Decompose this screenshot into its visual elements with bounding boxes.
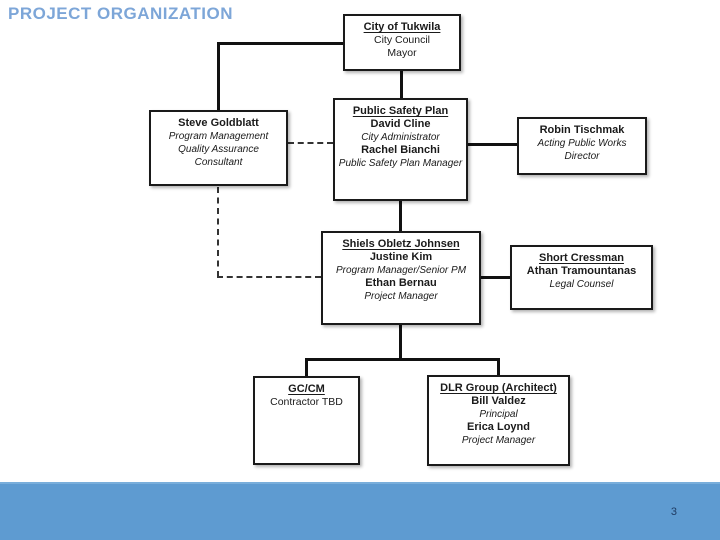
box-name: Erica Loynd: [467, 421, 530, 433]
connector-split-gccm: [305, 358, 308, 376]
box-line: Contractor TBD: [270, 396, 343, 408]
org-box-city-of-tukwila: City of Tukwila City Council Mayor: [343, 14, 461, 71]
connector-goldblatt-soj-dashed-horizontal: [217, 276, 321, 278]
box-name: Robin Tischmak: [539, 124, 625, 136]
box-role: Acting Public Works Director: [537, 138, 627, 162]
box-role: Quality Assurance: [178, 144, 259, 155]
org-box-dlr-group: DLR Group (Architect) Bill Valdez Princi…: [427, 375, 570, 466]
page-title: PROJECT ORGANIZATION: [8, 4, 234, 23]
org-box-steve-goldblatt: Steve Goldblatt Program Management Quali…: [149, 110, 288, 186]
connector-soj-stem: [399, 325, 402, 360]
box-name: Steve Goldblatt: [178, 117, 259, 129]
box-name: Bill Valdez: [471, 395, 526, 407]
box-title: Public Safety Plan: [352, 105, 449, 117]
box-role: Project Manager: [461, 435, 536, 446]
connector-split-horizontal: [305, 358, 499, 361]
box-title: GC/CM: [288, 383, 325, 395]
box-role: Project Manager: [364, 291, 438, 302]
box-title: Shiels Obletz Johnsen: [342, 238, 460, 250]
box-role: Public Safety Plan Manager: [338, 158, 463, 169]
box-role: Consultant: [194, 157, 243, 168]
box-title: Short Cressman: [539, 252, 624, 264]
org-box-robin-tischmak: Robin Tischmak Acting Public Works Direc…: [517, 117, 647, 175]
box-name: Athan Tramountanas: [526, 265, 637, 277]
connector-goldblatt-psp-dashed: [288, 142, 333, 144]
box-name: Justine Kim: [369, 251, 433, 263]
org-box-gccm: GC/CM Contractor TBD: [253, 376, 360, 465]
connector-soj-cressman: [481, 276, 510, 279]
footer-band: 3: [0, 482, 720, 540]
box-role: Program Manager/Senior PM: [335, 265, 467, 276]
connector-goldblatt-soj-dashed-vertical: [217, 187, 219, 277]
connector-psp-soj: [399, 201, 402, 231]
box-role: Program Management: [168, 131, 269, 142]
box-line: Mayor: [387, 47, 417, 59]
box-line: City Council: [373, 34, 431, 46]
box-name: Ethan Bernau: [365, 277, 437, 289]
box-name: Rachel Bianchi: [361, 144, 440, 156]
box-role: Legal Counsel: [549, 279, 614, 290]
connector-city-psp: [400, 70, 403, 98]
connector-city-goldblatt-horizontal: [218, 42, 343, 45]
connector-psp-tischmak: [468, 143, 518, 146]
org-box-short-cressman: Short Cressman Athan Tramountanas Legal …: [510, 245, 653, 310]
box-name: David Cline: [370, 118, 431, 130]
box-title: City of Tukwila: [363, 21, 441, 33]
box-title: DLR Group (Architect): [440, 382, 557, 394]
page-number: 3: [670, 506, 677, 518]
box-role: City Administrator: [361, 132, 440, 143]
box-role: Principal: [479, 409, 518, 420]
connector-city-goldblatt-vertical: [217, 42, 220, 111]
connector-split-dlr: [497, 358, 500, 375]
org-box-public-safety-plan: Public Safety Plan David Cline City Admi…: [333, 98, 468, 201]
org-box-shiels-obletz-johnsen: Shiels Obletz Johnsen Justine Kim Progra…: [321, 231, 481, 325]
